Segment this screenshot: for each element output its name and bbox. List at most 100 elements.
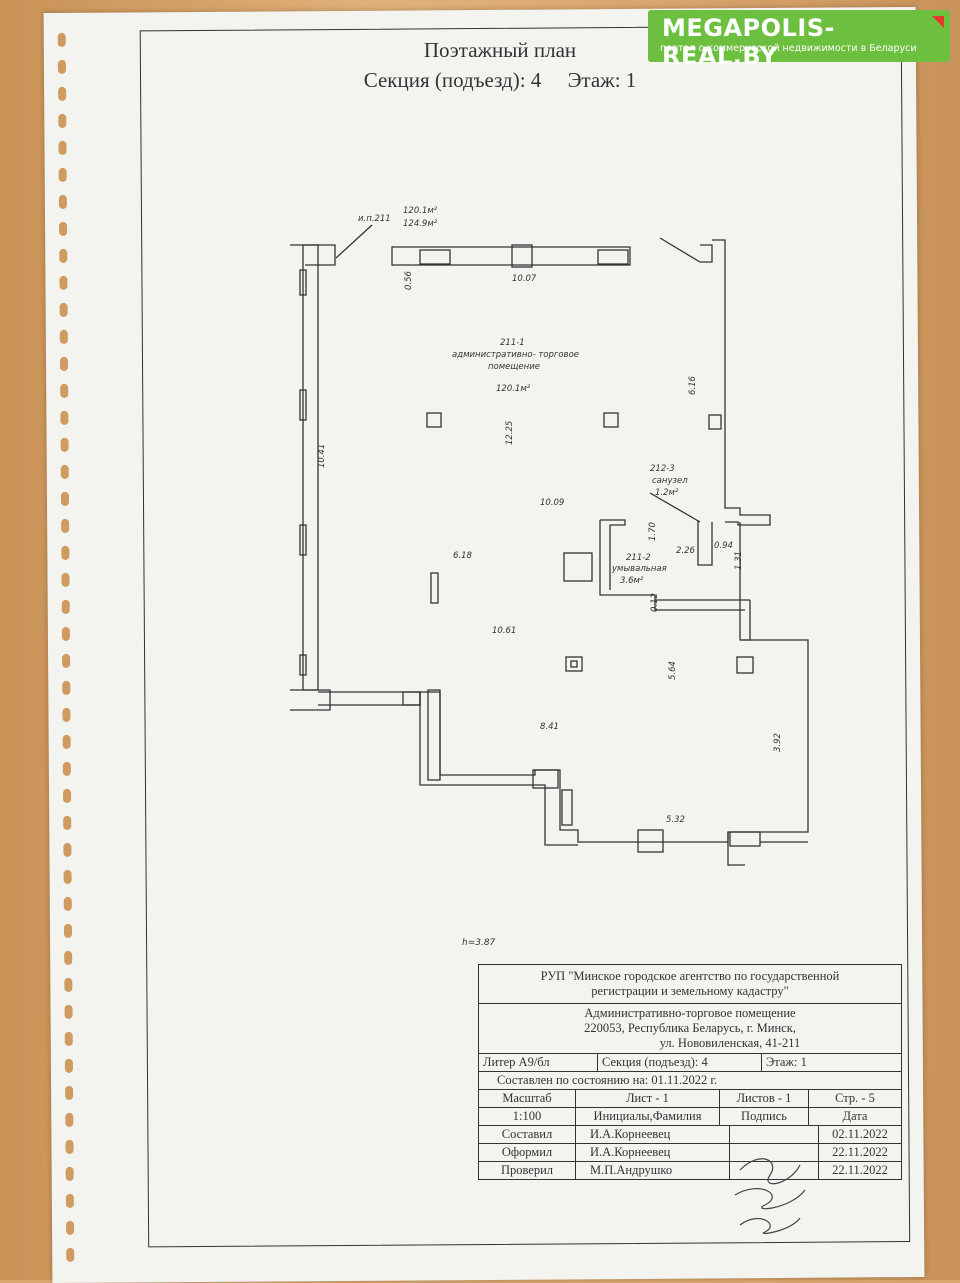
window-bottom-3 bbox=[532, 769, 559, 789]
window-3 bbox=[597, 249, 629, 265]
stamp-row: Оформил И.А.Корнеевец 22.11.2022 bbox=[479, 1143, 901, 1161]
page-title: Поэтажный план bbox=[423, 38, 577, 62]
partition-wc bbox=[697, 520, 713, 566]
label-room-211-2-name: умывальная bbox=[612, 564, 667, 574]
wall-bottom-inner bbox=[419, 692, 578, 846]
stamp-section: Секция (подъезд): 4 bbox=[597, 1054, 761, 1071]
dim-618: 6.18 bbox=[453, 551, 472, 561]
dim-392: 3.92 bbox=[773, 733, 783, 752]
label-room-211-1-id: 211-1 bbox=[500, 338, 525, 348]
flag-icon bbox=[932, 16, 944, 28]
label-room-212-3-id: 212-3 bbox=[650, 464, 675, 474]
window-bottom-5 bbox=[637, 829, 664, 853]
partition-bath-inner bbox=[600, 519, 626, 590]
stamp-scale-label: Масштаб bbox=[502, 1091, 552, 1105]
window-left-3 bbox=[299, 524, 307, 556]
stamp-scale: 1:100 bbox=[512, 1109, 542, 1123]
label-room-211-1-name-2: помещение bbox=[488, 362, 540, 372]
dim-532: 5.32 bbox=[666, 815, 685, 825]
stamp-row-role: Составил bbox=[501, 1127, 553, 1141]
stamp-liter: Литер А9/бл bbox=[483, 1055, 550, 1069]
label-room-211-2-area: 3.6м² bbox=[620, 576, 644, 586]
stamp-row-name: И.А.Корнеевец bbox=[575, 1126, 729, 1143]
column-elongated bbox=[430, 572, 439, 604]
stamp-col-sign: Подпись bbox=[719, 1108, 808, 1125]
stamp-address2: ул. Нововиленская, 41-211 bbox=[659, 1036, 801, 1050]
label-area-total-1: 120.1м² bbox=[403, 206, 438, 216]
stamp-org-line1: РУП "Минское городское агентство по госу… bbox=[540, 969, 840, 983]
signature-scribble bbox=[734, 1158, 806, 1235]
stamp-row-role: Проверил bbox=[500, 1163, 554, 1177]
label-room-211-1-area: 120.1м² bbox=[496, 384, 531, 394]
label-room-212-3-area: 1.2м² bbox=[655, 488, 679, 498]
dim-170: 1.70 bbox=[648, 522, 658, 541]
partition-mid bbox=[654, 600, 745, 611]
stamp-row: Составил И.А.Корнеевец 02.11.2022 bbox=[479, 1125, 901, 1143]
label-area-total-2: 124.9м² bbox=[403, 219, 438, 229]
column-1 bbox=[426, 412, 442, 428]
subtitle-section: Секция (подъезд): 4 bbox=[363, 68, 542, 92]
stamp-row-signature bbox=[729, 1144, 818, 1161]
window-bottom-2 bbox=[427, 689, 441, 781]
stamp-row-name: И.А.Корнеевец bbox=[575, 1144, 729, 1161]
page-subtitle: Секция (подъезд): 4 Этаж: 1 bbox=[300, 68, 700, 93]
stamp-row-role: Оформил bbox=[501, 1145, 553, 1159]
height-note: h=3.87 bbox=[462, 938, 496, 948]
leader-area bbox=[335, 224, 373, 259]
dim-1009: 10.09 bbox=[540, 498, 565, 508]
stamp-row: Проверил М.П.Андрушко 22.11.2022 bbox=[479, 1161, 901, 1179]
window-2 bbox=[511, 244, 533, 268]
stamp-sheets: Листов - 1 bbox=[719, 1090, 808, 1107]
dim-094: 0.94 bbox=[714, 541, 733, 551]
partition-bath bbox=[599, 520, 750, 601]
stamp-row-signature bbox=[729, 1162, 818, 1179]
wall-right-corner bbox=[700, 244, 713, 263]
stamp-state: Составлен по состоянию на: 01.11.2022 г. bbox=[497, 1073, 718, 1087]
dim-841: 8.41 bbox=[540, 722, 559, 732]
wall-bottom-left2 bbox=[318, 691, 421, 706]
dim-564: 5.64 bbox=[668, 661, 678, 680]
watermark-tagline: портал о коммерческой недвижимости в Бел… bbox=[660, 43, 917, 54]
stamp-row-name: М.П.Андрушко bbox=[575, 1162, 729, 1179]
leader-wc bbox=[649, 492, 701, 523]
window-bottom-4 bbox=[561, 789, 573, 826]
dim-1041: 10.41 bbox=[317, 443, 327, 468]
stamp-row-signature bbox=[729, 1126, 818, 1143]
watermark-logo: MEGAPOLIS-REAL.BY портал о коммерческой … bbox=[648, 10, 950, 70]
pillar-fixture-inner bbox=[570, 660, 578, 668]
dim-616: 6.16 bbox=[688, 376, 698, 395]
stamp-col-date: Дата bbox=[808, 1108, 901, 1125]
wall-left bbox=[302, 244, 319, 691]
column-2 bbox=[603, 412, 619, 428]
dim-1225: 12.25 bbox=[505, 420, 515, 445]
window-bottom-6 bbox=[729, 831, 761, 847]
column-4 bbox=[736, 656, 754, 674]
dim-056: 0.56 bbox=[404, 271, 414, 290]
wall-bottom bbox=[420, 639, 809, 843]
stamp-row-date: 02.11.2022 bbox=[818, 1126, 901, 1143]
dim-1061: 10.61 bbox=[492, 626, 517, 636]
stamp-row-date: 22.11.2022 bbox=[818, 1162, 901, 1179]
wall-bottom-left bbox=[290, 689, 331, 711]
stamp-address1: 220053, Республика Беларусь, г. Минск, bbox=[584, 1021, 796, 1035]
window-bottom-1 bbox=[402, 691, 421, 706]
stamp-org-line2: регистрации и земельному кадастру" bbox=[591, 984, 789, 998]
wall-top-left bbox=[290, 244, 336, 266]
stamp-sheet: Лист - 1 bbox=[575, 1090, 719, 1107]
wall-top bbox=[391, 246, 631, 266]
label-room-211-2-id: 211-2 bbox=[626, 553, 651, 563]
window-left-4 bbox=[299, 654, 307, 676]
stamp-page: Стр. - 5 bbox=[808, 1090, 901, 1107]
wall-corner-br bbox=[727, 832, 745, 866]
label-unit: и.п.211 bbox=[358, 214, 391, 224]
window-left-2 bbox=[299, 389, 307, 421]
dim-131: 1.31 bbox=[734, 551, 744, 570]
stamp-col-names: Инициалы,Фамилия bbox=[575, 1108, 719, 1125]
column-3 bbox=[708, 414, 722, 430]
stamp-object: Административно-торговое помещение bbox=[584, 1006, 796, 1020]
partition-right bbox=[739, 522, 751, 641]
sink bbox=[563, 552, 593, 582]
dim-226: 2.26 bbox=[676, 546, 695, 556]
stamp-row-date: 22.11.2022 bbox=[818, 1144, 901, 1161]
subtitle-floor: Этаж: 1 bbox=[567, 68, 637, 92]
